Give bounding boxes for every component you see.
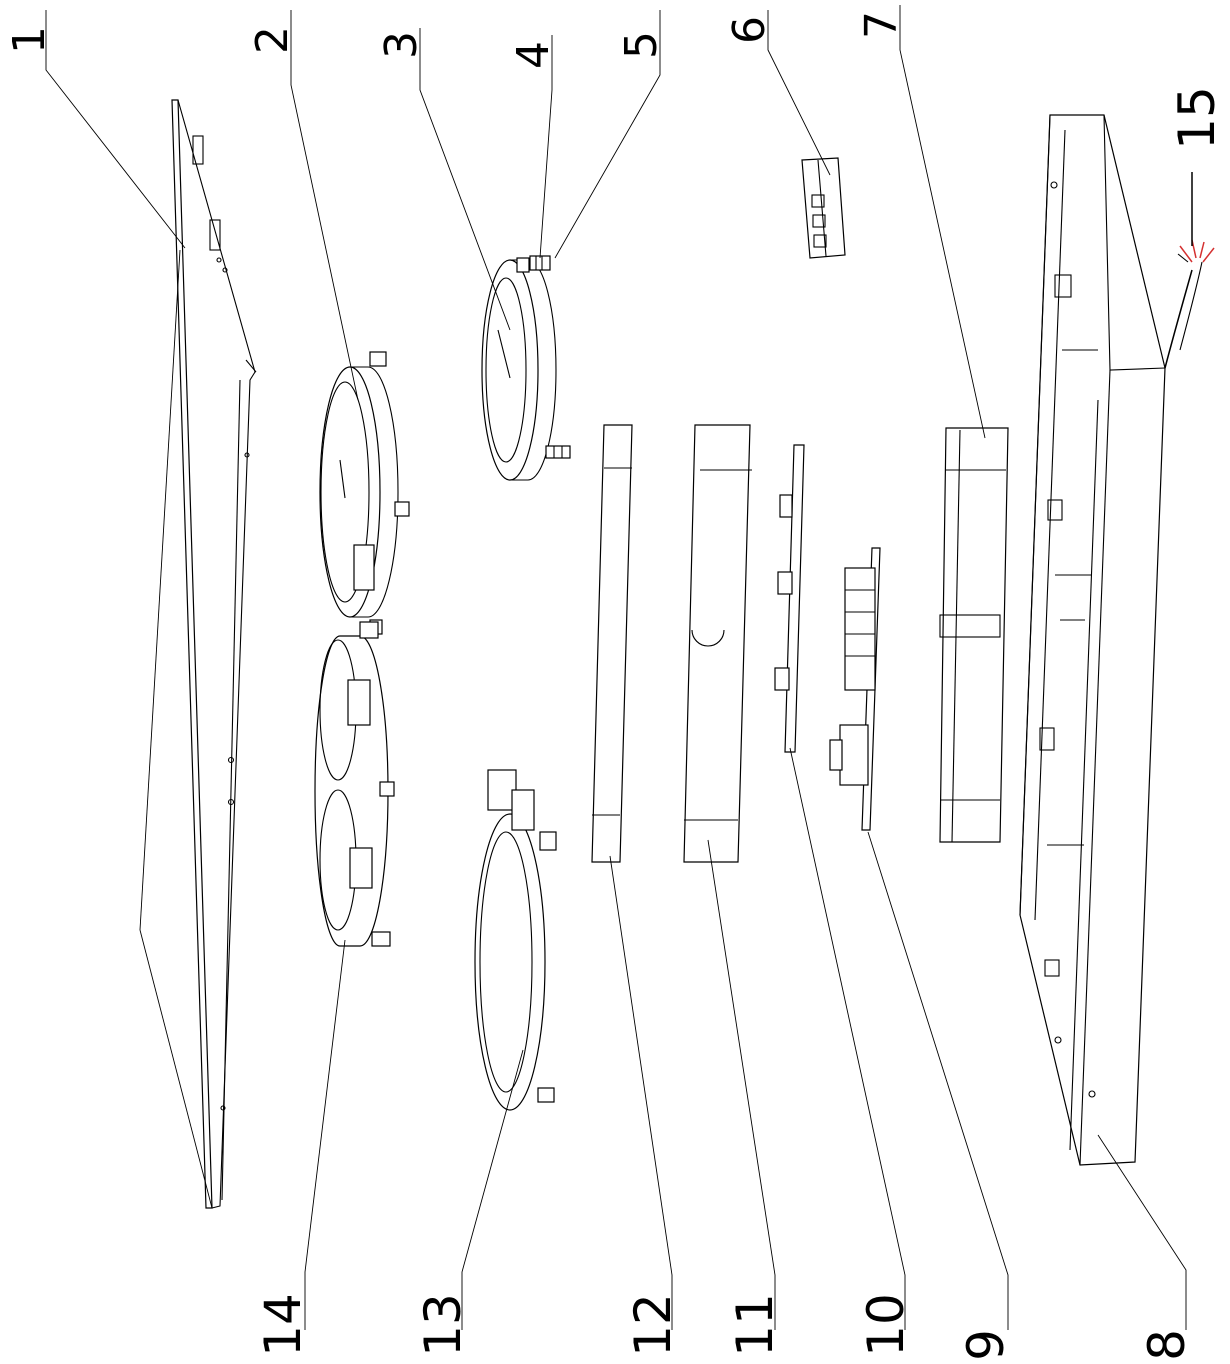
part-7-frame-tray: [939, 427, 1009, 843]
callout-10: 10: [857, 1293, 915, 1357]
callout-11: 11: [726, 1293, 784, 1357]
part-13-induction-coil: [474, 769, 557, 1111]
callout-4: 4: [508, 41, 559, 69]
callout-8: 8: [1138, 1329, 1196, 1361]
callout-12: 12: [624, 1293, 682, 1357]
callout-labels: 1 2 3 4 5 6 7 15 8 9 10 11 12 13 14: [4, 11, 1226, 1361]
callout-6: 6: [724, 16, 775, 44]
part-4-5-mounting-screws: [529, 255, 571, 459]
callout-15: 15: [1168, 86, 1226, 150]
callout-7: 7: [856, 11, 907, 39]
part-15-power-cord: [1164, 172, 1215, 369]
part-6-terminal-block: [801, 157, 846, 259]
part-14-dual-induction-coil: [314, 621, 395, 947]
part-9-control-board: [829, 547, 881, 831]
callout-2: 2: [247, 26, 298, 54]
callout-13: 13: [414, 1293, 472, 1357]
callout-14: 14: [254, 1293, 312, 1357]
part-1-glass-plate: [171, 99, 257, 1209]
callout-5: 5: [616, 31, 667, 59]
callout-9: 9: [957, 1329, 1015, 1361]
part-10-pcb: [774, 444, 805, 753]
part-3-induction-coil: [481, 257, 557, 481]
part-12-bracket: [591, 424, 633, 863]
part-2-induction-coil: [319, 351, 410, 635]
callout-3: 3: [376, 31, 427, 59]
callout-1: 1: [4, 26, 55, 54]
part-8-bottom-housing: [1019, 114, 1166, 1166]
leader-lines: [45, 5, 1187, 1330]
part-11-shield-plate: [683, 424, 752, 863]
